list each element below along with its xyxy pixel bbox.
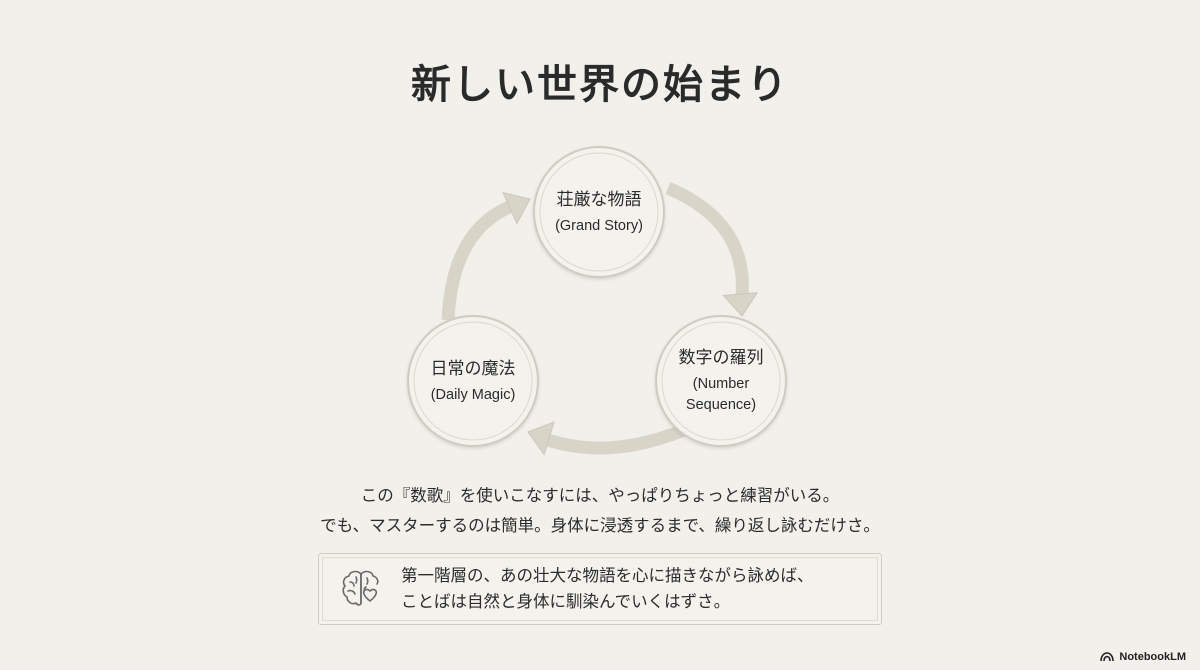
body-line-2: でも、マスターするのは簡単。身体に浸透するまで、繰り返し詠むだけさ。 [320,516,880,535]
callout-text: 第一階層の、あの壮大な物語を心に描きながら詠めば、 ことばは自然と身体に馴染んで… [401,563,814,615]
arrow-number-to-magic [546,423,687,455]
arrow-story-to-number-head [722,292,759,317]
node-label-en: (Grand Story) [555,217,643,234]
callout-line-2: ことばは自然と身体に馴染んでいくはずさ。 [401,592,731,611]
brain-heart-icon [342,570,379,606]
cycle-node-grand-story: 荘厳な物語 (Grand Story) [534,147,664,277]
arrow-magic-to-story [441,199,515,321]
node-label-jp: 日常の魔法 [430,358,516,379]
notebooklm-logo-icon [1100,652,1115,662]
body-line-1: この『数歌』を使いこなすには、やっぱりちょっと練習がいる。 [360,486,840,505]
node-ring-daily-magic-inner [413,321,533,441]
arrow-story-to-number [665,182,749,297]
cycle-node-daily-magic: 日常の魔法 (Daily Magic) [408,316,538,446]
callout-box: 第一階層の、あの壮大な物語を心に描きながら詠めば、 ことばは自然と身体に馴染んで… [318,553,882,625]
arrow-number-to-magic-head [527,421,555,456]
brand-name: NotebookLM [1119,651,1186,663]
node-label-jp: 荘厳な物語 [556,189,642,210]
node-ring-number-sequence [655,315,787,447]
brand-watermark: NotebookLM [1100,651,1186,663]
page-title: 新しい世界の始まり [411,61,789,108]
node-label-en-text: (Number Sequence) [685,376,757,413]
arrow-magic-to-story-head [502,191,531,225]
node-ring-daily-magic [407,315,539,447]
node-ring-grand-story-inner [539,152,659,272]
cycle-node-number-sequence: 数字の羅列 (Number Sequence) [656,316,786,446]
node-label-jp: 数字の羅列 [678,348,764,368]
callout-line-1: 第一階層の、あの壮大な物語を心に描きながら詠めば、 [401,566,814,585]
node-ring-number-sequence-inner [661,321,781,441]
node-label-en: (Daily Magic) [430,386,516,403]
body-text: この『数歌』を使いこなすには、やっぱりちょっと練習がいる。 でも、マスターするの… [0,481,1200,541]
node-label-en: (Number Sequence) [671,374,771,416]
callout-inner-border [322,557,878,621]
node-ring-grand-story [533,146,665,278]
